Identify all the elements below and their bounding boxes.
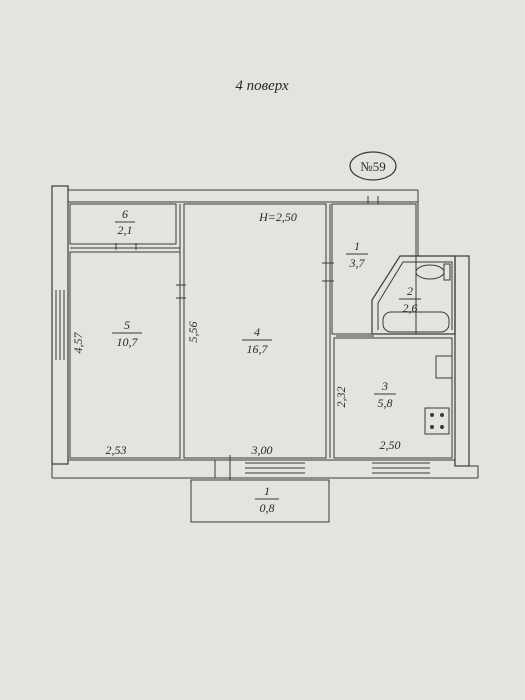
floor-title: 4 поверх [235, 78, 289, 94]
balcony [190, 479, 330, 523]
svg-text:5,8: 5,8 [378, 396, 393, 410]
svg-text:3,7: 3,7 [349, 256, 366, 270]
svg-text:2,6: 2,6 [403, 301, 418, 315]
apartment-number: №59 [360, 159, 385, 174]
svg-text:1: 1 [264, 484, 270, 498]
balcony-label: 1 0,8 [255, 484, 279, 515]
svg-text:10,7: 10,7 [117, 335, 139, 349]
svg-text:6: 6 [122, 207, 128, 221]
ceiling-height: H=2,50 [258, 210, 297, 224]
room-6-label: 6 2,1 [115, 207, 135, 237]
outer-walls [51, 185, 479, 480]
svg-text:0,8: 0,8 [260, 501, 275, 515]
svg-text:1: 1 [354, 239, 360, 253]
room-1-label: 1 3,7 [346, 239, 368, 270]
svg-text:16,7: 16,7 [247, 342, 269, 356]
dimension-room4-width: 3,00 [251, 443, 273, 457]
svg-text:3: 3 [381, 379, 388, 393]
dimension-kitchen-height: 2,32 [334, 387, 348, 408]
room-3-label: 3 5,8 [374, 379, 396, 410]
room-4-label: 4 16,7 [242, 325, 272, 356]
interior-walls [69, 196, 456, 459]
dimension-room5-width: 2,53 [106, 443, 127, 457]
dimension-left-height: 4,57 [71, 332, 85, 354]
stove-icon [424, 407, 450, 435]
dimension-room4-height: 5,56 [186, 322, 200, 343]
apartment-number-badge: №59 [349, 151, 397, 181]
svg-text:2: 2 [407, 284, 413, 298]
svg-text:5: 5 [124, 318, 130, 332]
room-5-label: 5 10,7 [112, 318, 142, 349]
dimension-kitchen-width: 2,50 [380, 438, 401, 452]
svg-text:2,1: 2,1 [118, 223, 133, 237]
room-2-label: 2 2,6 [399, 284, 421, 315]
svg-text:4: 4 [254, 325, 260, 339]
